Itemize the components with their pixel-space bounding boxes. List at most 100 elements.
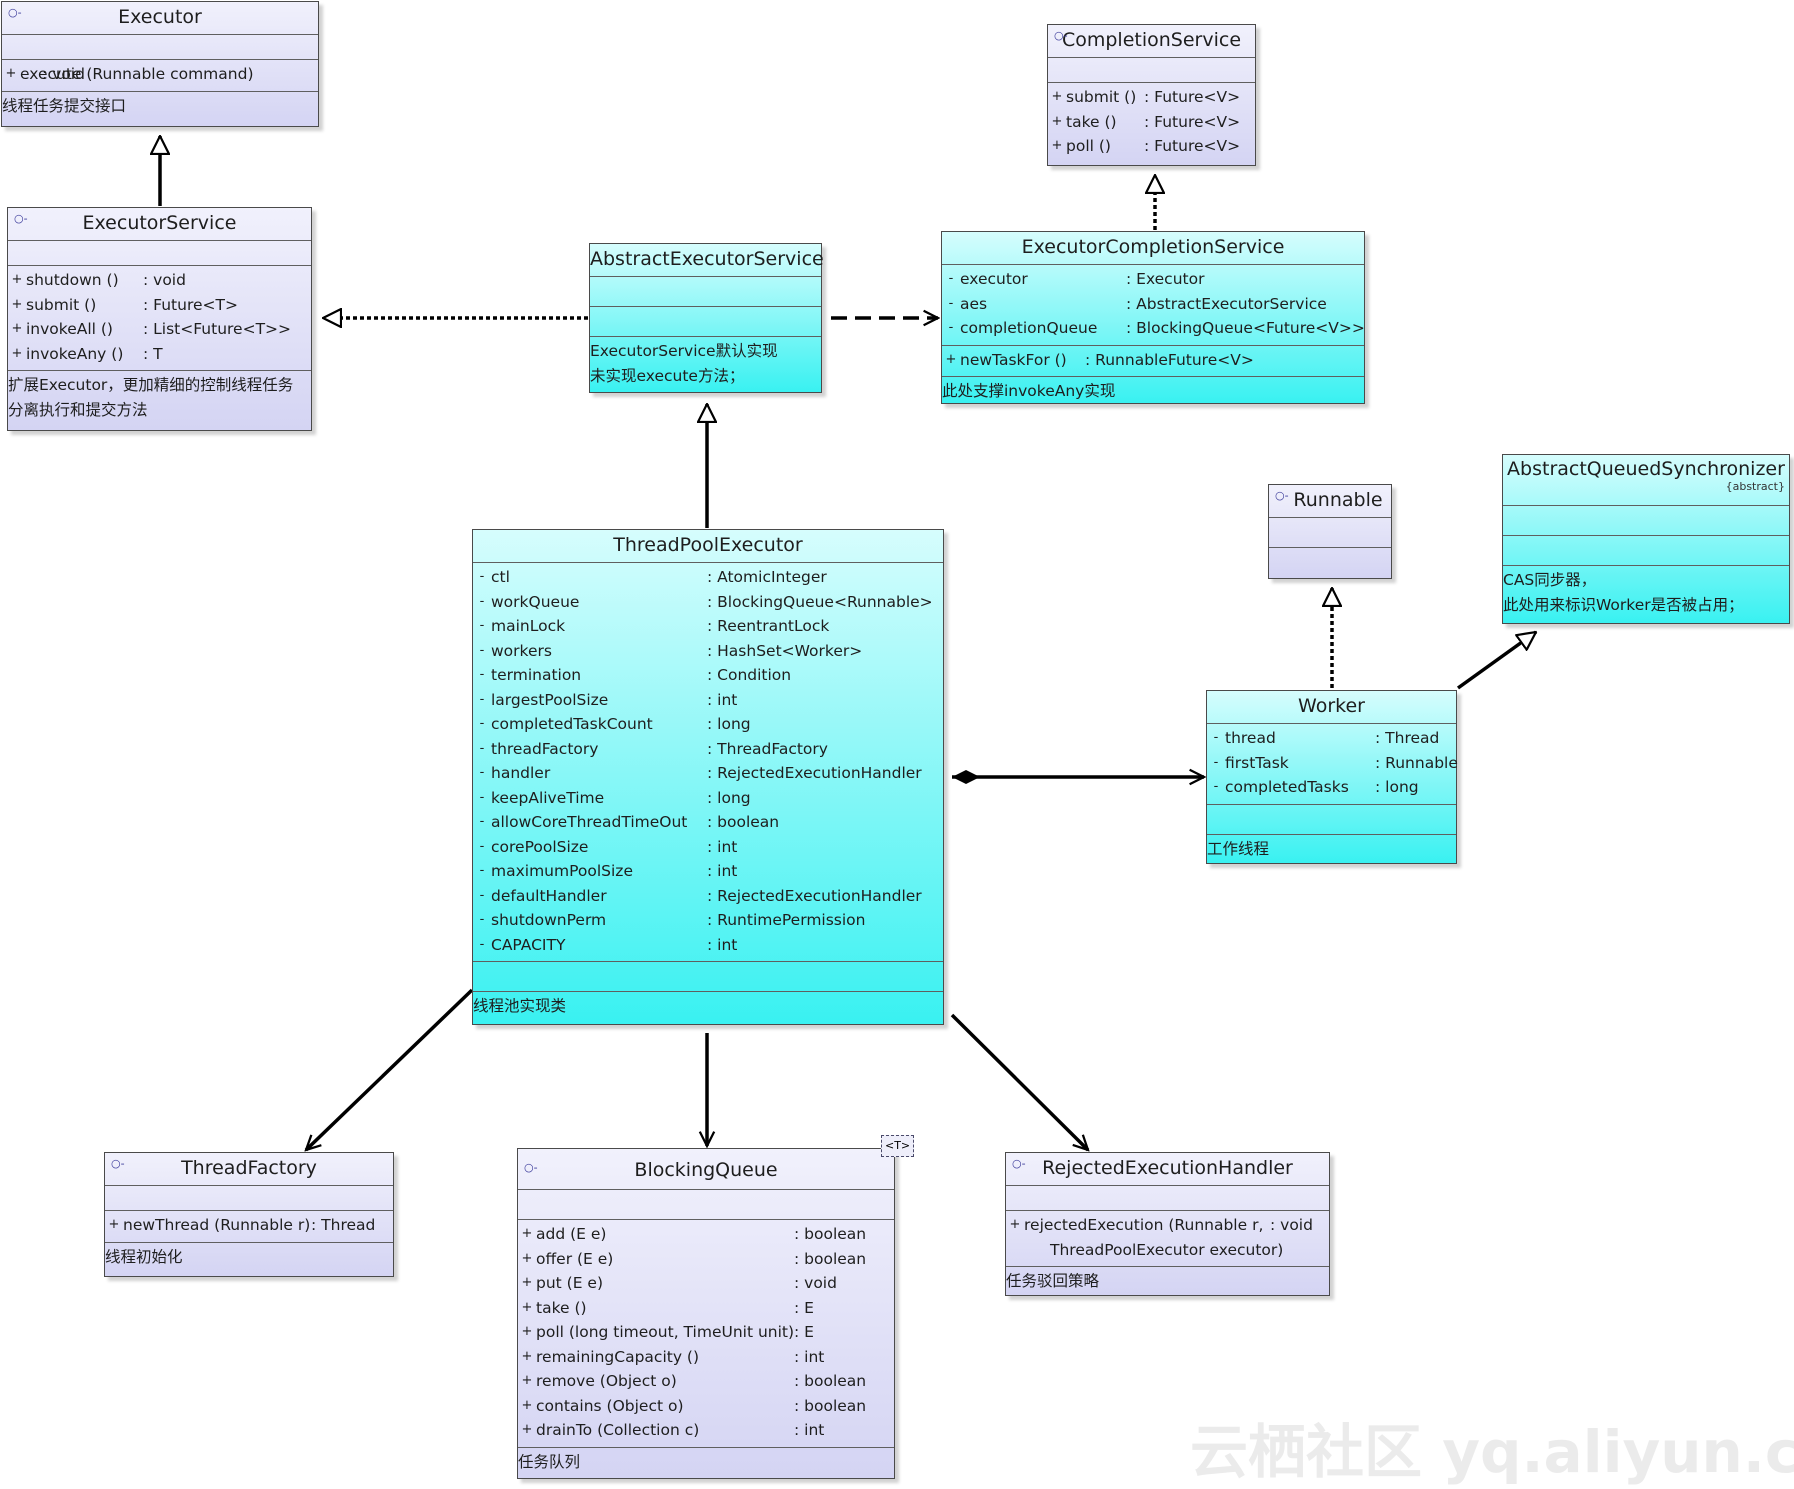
member-type: : Thread	[1375, 729, 1440, 747]
member-visibility: -	[479, 838, 485, 854]
member-type: : ThreadFactory	[707, 739, 828, 758]
member-name: largestPoolSize	[491, 690, 609, 709]
member-visibility: -	[479, 789, 485, 805]
member-name: newTaskFor ()	[960, 350, 1067, 369]
member-type: : int	[707, 935, 738, 954]
class-rejected-execution-handler-attributes	[1006, 1186, 1329, 1211]
class-abstract-executor-service-attributes	[590, 277, 821, 307]
member-name: completedTaskCount	[491, 715, 653, 733]
member-type: : BlockingQueue<Future<V>>	[1126, 319, 1365, 337]
class-blocking-queue-header: ○- BlockingQueue	[518, 1149, 894, 1190]
member-type: : int	[707, 690, 738, 709]
class-aqs-attributes	[1503, 506, 1789, 536]
class-thread-factory[interactable]: ○- ThreadFactory +newThread (Runnable r)…	[104, 1152, 394, 1277]
member-visibility: -	[948, 320, 954, 335]
member-row: +newThread (Runnable r): Thread	[105, 1213, 393, 1238]
member-row: -completionQueue: BlockingQueue<Future<V…	[942, 316, 1365, 341]
class-executor-service[interactable]: ○- ExecutorService +shutdown (): void+su…	[7, 207, 312, 431]
member-type: : int	[794, 1421, 825, 1439]
note-line: 此处支撑invokeAny实现	[942, 382, 1116, 400]
class-blocking-queue[interactable]: ○- BlockingQueue +add (E e): boolean+off…	[517, 1148, 895, 1479]
member-visibility: +	[521, 1226, 533, 1241]
class-rejected-execution-handler-header: ○- RejectedExecutionHandler	[1006, 1153, 1329, 1186]
member-row: +submit (): Future<T>	[8, 293, 311, 318]
member-name: invokeAll ()	[26, 320, 113, 338]
note-line: ExecutorService默认实现	[590, 342, 778, 360]
member-row: +add (E e): boolean	[518, 1222, 894, 1247]
class-thread-factory-operations: +newThread (Runnable r): Thread	[105, 1211, 393, 1243]
class-rejected-execution-handler[interactable]: ○- RejectedExecutionHandler +rejectedExe…	[1005, 1152, 1330, 1296]
note-line: 任务驳回策略	[1006, 1272, 1100, 1290]
member-type: : long	[1375, 778, 1419, 796]
member-row: -threadFactory: ThreadFactory	[473, 737, 943, 762]
member-type: : E	[794, 1298, 814, 1317]
member-name: remainingCapacity ()	[536, 1347, 700, 1366]
template-parameter-badge: <T>	[881, 1135, 915, 1157]
class-executor-completion-service[interactable]: ExecutorCompletionService -executor: Exe…	[941, 231, 1365, 404]
class-worker[interactable]: Worker -thread: Thread-firstTask: Runnab…	[1206, 690, 1458, 864]
class-thread-factory-header: ○- ThreadFactory	[105, 1153, 393, 1186]
member-type: : Future<V>	[1144, 137, 1241, 155]
member-name: workers	[491, 641, 552, 660]
member-visibility: -	[479, 912, 485, 927]
class-executor-completion-service-note: 此处支撑invokeAny实现	[942, 377, 1364, 408]
relation-generalization	[1456, 632, 1536, 690]
member-visibility: +	[521, 1373, 533, 1388]
note-line: 线程任务提交接口	[2, 96, 127, 115]
member-row: +offer (E e): boolean	[518, 1247, 894, 1272]
member-type: : void	[794, 1274, 837, 1292]
member-visibility: +	[11, 345, 23, 361]
member-name: add (E e)	[536, 1225, 607, 1243]
class-runnable[interactable]: ○- Runnable	[1268, 484, 1392, 579]
class-executor-operations: +execute (Runnable command): void	[2, 60, 318, 92]
interface-icon: ○-	[1054, 29, 1068, 42]
note-line: 分离执行和提交方法	[8, 400, 148, 419]
member-name: offer (E e)	[536, 1249, 614, 1268]
member-row: -firstTask: Runnable	[1207, 751, 1458, 776]
class-executor-attributes	[2, 35, 318, 60]
member-type: : RejectedExecutionHandler	[707, 764, 922, 782]
class-abstract-executor-service[interactable]: AbstractExecutorService ExecutorService默…	[589, 243, 824, 393]
class-runnable-header: ○- Runnable	[1269, 485, 1391, 518]
member-type: : AtomicInteger	[707, 568, 827, 586]
member-row: -termination: Condition	[473, 663, 943, 688]
class-executor[interactable]: ○- Executor +execute (Runnable command):…	[1, 1, 319, 127]
class-thread-factory-note: 线程初始化	[105, 1243, 393, 1274]
note-line: 未实现execute方法；	[590, 366, 745, 385]
class-abstract-queued-synchronizer[interactable]: AbstractQueuedSynchronizer {abstract} CA…	[1502, 454, 1790, 624]
member-name: handler	[491, 764, 551, 782]
class-executor-header: ○- Executor	[2, 2, 318, 35]
member-type: : Condition	[707, 666, 792, 684]
member-visibility: -	[479, 716, 485, 731]
member-row: -workQueue: BlockingQueue<Runnable>	[473, 590, 943, 615]
member-visibility: -	[479, 667, 485, 682]
member-name: workQueue	[491, 592, 580, 611]
member-row: +remainingCapacity (): int	[518, 1345, 894, 1370]
member-name: thread	[1225, 729, 1276, 747]
note-line: CAS同步器，	[1503, 571, 1597, 589]
member-visibility: -	[1213, 730, 1219, 745]
member-name: drainTo (Collection c)	[536, 1421, 700, 1439]
member-visibility: -	[948, 271, 954, 286]
member-type: : Executor	[1126, 270, 1205, 288]
member-type: : int	[707, 862, 738, 880]
member-type: : Future<T>	[143, 295, 238, 314]
class-rejected-execution-handler-note: 任务驳回策略	[1006, 1267, 1329, 1298]
note-line: 任务队列	[518, 1452, 581, 1471]
class-thread-factory-attributes	[105, 1186, 393, 1211]
member-row: -corePoolSize: int	[473, 835, 943, 860]
class-thread-pool-executor-header: ThreadPoolExecutor	[473, 530, 943, 563]
class-thread-pool-executor[interactable]: ThreadPoolExecutor -ctl: AtomicInteger-w…	[472, 529, 944, 1025]
member-visibility	[1006, 1238, 1024, 1263]
class-executor-service-header: ○- ExecutorService	[8, 208, 311, 241]
member-type: : Runnable	[1375, 753, 1458, 772]
member-row: -maximumPoolSize: int	[473, 859, 943, 884]
watermark: 云栖社区 yq.aliyun.com	[1190, 1418, 1794, 1486]
class-completion-service[interactable]: ○- CompletionService +submit (): Future<…	[1047, 24, 1256, 166]
member-row: +rejectedExecution (Runnable r,: void	[1006, 1213, 1329, 1238]
member-name: ctl	[491, 568, 510, 586]
member-visibility: -	[479, 936, 485, 952]
class-abstract-executor-service-name: AbstractExecutorService	[590, 248, 824, 270]
class-thread-pool-executor-note: 线程池实现类	[473, 992, 943, 1023]
